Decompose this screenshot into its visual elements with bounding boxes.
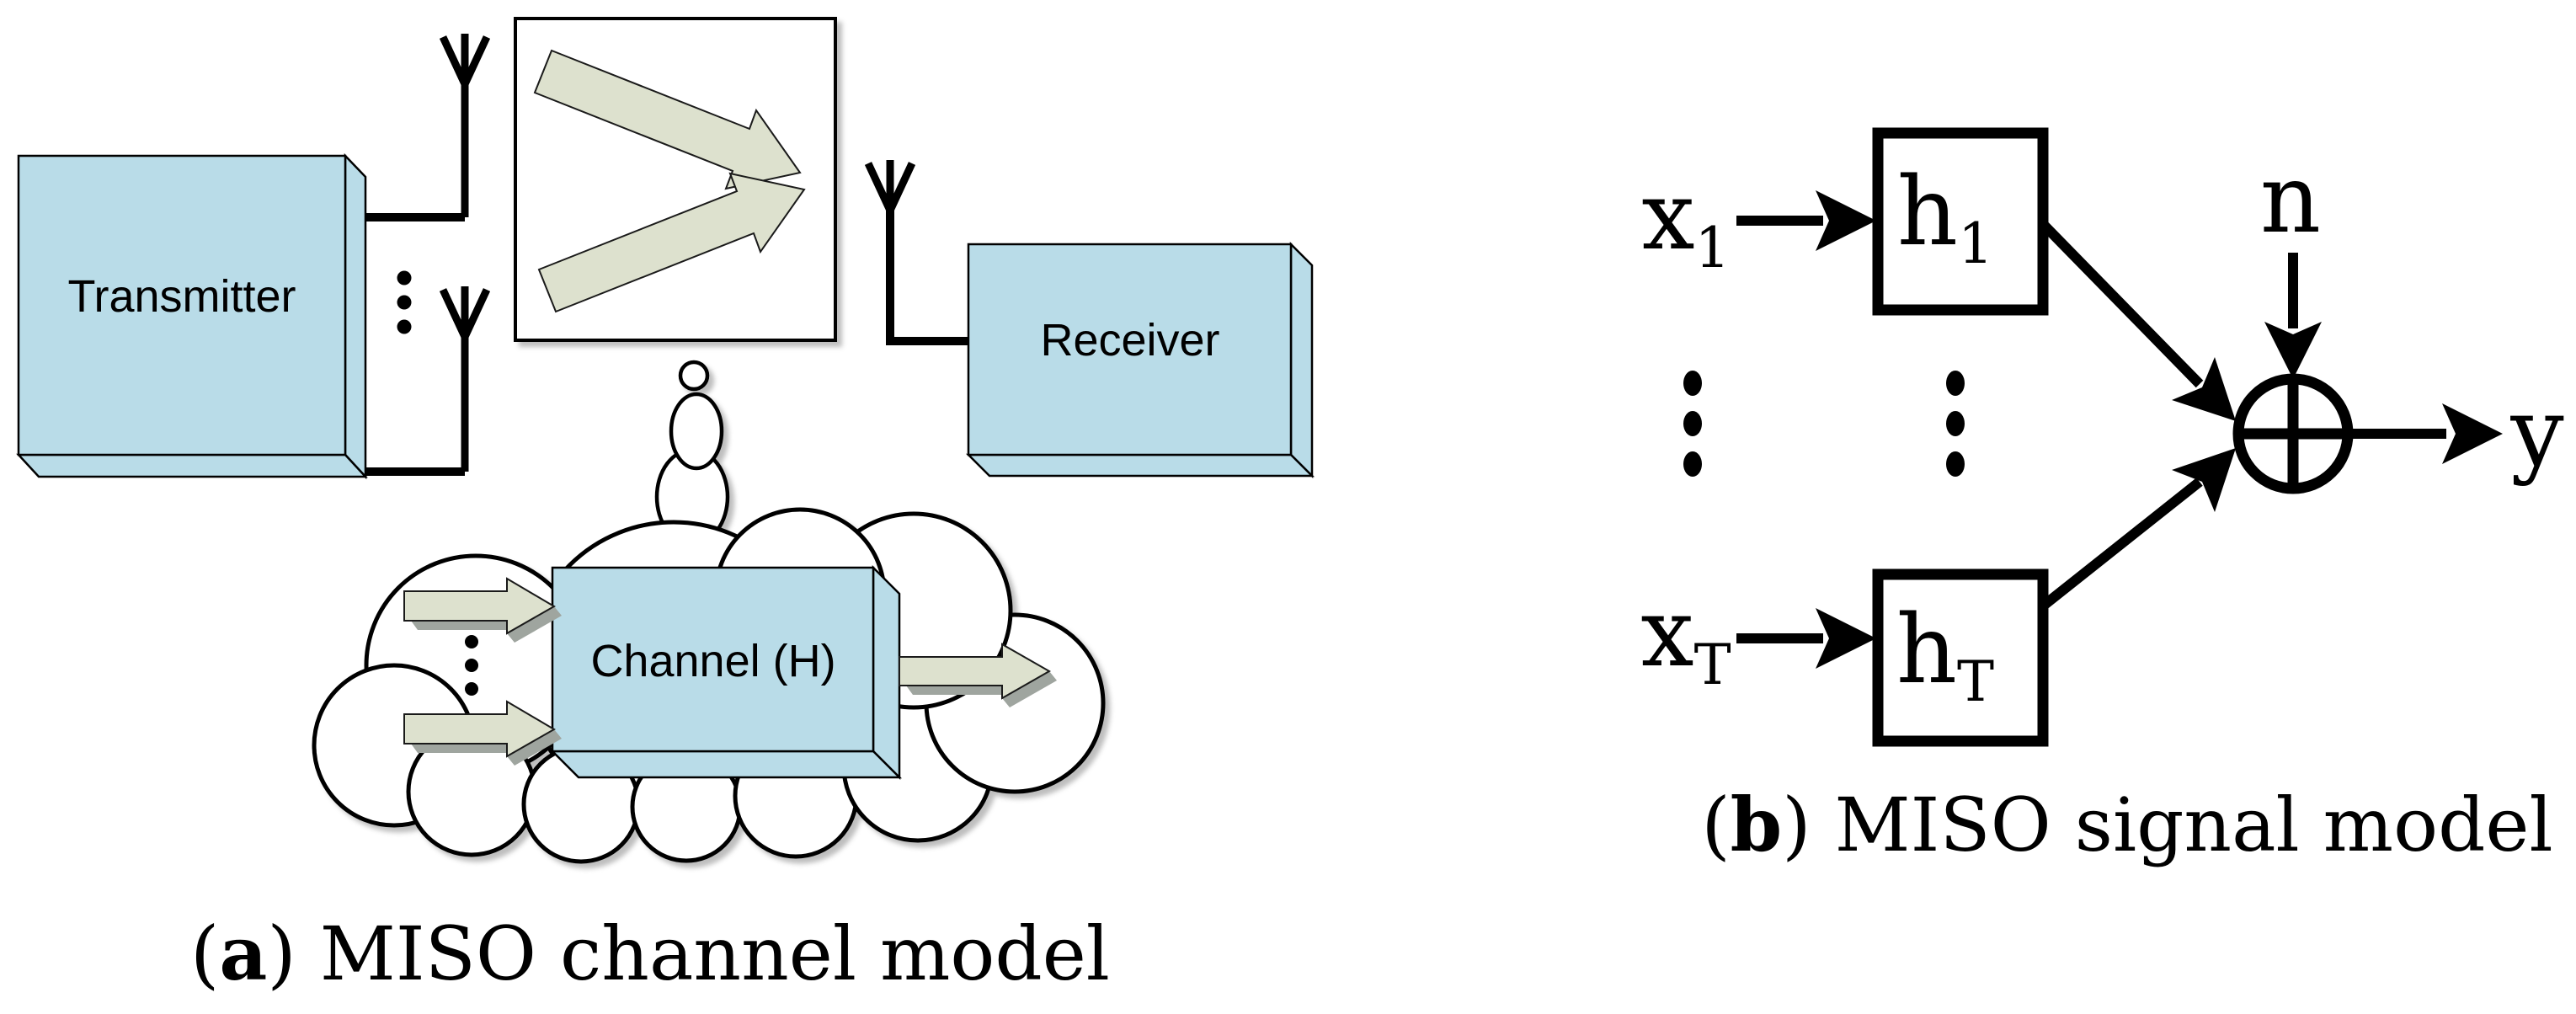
channel-output-arrow [899, 643, 1057, 707]
bubble-small-icon [678, 360, 710, 392]
output-label: y [2509, 378, 2563, 488]
arrow-underside [906, 686, 1009, 695]
channel-box: Channel (H) [549, 564, 903, 781]
x1-arrowhead-icon [1816, 190, 1876, 251]
caption-prefix: ( [1701, 782, 1730, 868]
ellipsis-dot [1946, 451, 1965, 477]
xT-base: x [1640, 579, 1693, 688]
ellipsis-dot [1946, 411, 1965, 436]
x1-label: x1 [1641, 162, 1730, 280]
xT-arrowhead-icon [1816, 608, 1876, 669]
caption-prefix: ( [190, 910, 219, 997]
right-arrow-icon [403, 700, 556, 758]
transmitter-box-face [17, 154, 347, 456]
channel-input-arrow-1 [403, 577, 562, 643]
receiver-label: Receiver [1040, 315, 1219, 366]
right-arrow-icon [899, 643, 1052, 700]
ellipsis-dot [1683, 371, 1702, 396]
ellipsis-dot [465, 659, 478, 672]
caption-letter: a [219, 910, 267, 997]
hT-to-sum-line [2041, 478, 2203, 609]
panel-a-caption: (a) MISO channel model [190, 910, 1110, 997]
x1-subscript: 1 [1695, 216, 1731, 280]
xT-label: xT [1640, 579, 1731, 697]
caption-rest: ) MISO signal model [1782, 782, 2552, 868]
b-ellipsis-left [1683, 371, 1702, 477]
beam-arrow-up-icon [537, 172, 806, 313]
ellipsis-dot [1683, 451, 1702, 477]
channel-input-arrow-2 [403, 700, 562, 766]
hT-label: hT [1896, 595, 1994, 714]
plus-icon [2238, 379, 2348, 488]
bubble-medium-icon [669, 392, 724, 471]
rx-feed-wire [886, 211, 968, 345]
h1-to-sum-line [2040, 221, 2204, 388]
transmitter-box: Transmitter [16, 152, 368, 480]
transmitter-label: Transmitter [67, 271, 296, 322]
arrow-underside [411, 621, 514, 630]
receiver-box: Receiver [965, 241, 1315, 479]
caption-rest: ) MISO channel model [267, 910, 1110, 997]
transmitter-box-bottom [16, 453, 368, 478]
b-ellipsis-right [1946, 371, 1965, 477]
channel-ellipsis [465, 635, 478, 696]
channel-label: Channel (H) [590, 636, 835, 686]
ellipsis-dot [397, 270, 412, 286]
sum-node [2232, 373, 2354, 494]
noise-arrowhead-icon [2264, 322, 2322, 379]
ellipsis-dot [465, 682, 478, 696]
output-arrowhead-icon [2442, 403, 2503, 464]
channel-box-side [872, 564, 901, 781]
tx-antenna-ellipsis [397, 270, 412, 334]
receiver-box-bottom [965, 453, 1315, 478]
hT-arrowhead-icon [2172, 448, 2236, 512]
tx-antenna-2-icon [439, 286, 491, 472]
multipath-box [514, 17, 837, 342]
h1-box [1872, 127, 2049, 316]
caption-letter: b [1731, 781, 1783, 868]
hT-subscript: T [1957, 649, 1994, 714]
ellipsis-dot [1946, 371, 1965, 396]
arrow-underside [411, 744, 514, 753]
receiver-box-side [1289, 241, 1314, 479]
transmitter-box-side [344, 152, 367, 480]
h1-arrowhead-icon [2172, 357, 2236, 421]
panel-a: Channel (H) Transmitte [16, 17, 1315, 997]
panel-b: x1 h1 xT hT n [1640, 127, 2564, 868]
h1-subscript: 1 [1958, 211, 1993, 276]
hT-box [1872, 568, 2049, 747]
tx-antenna-1-icon [439, 34, 491, 217]
x1-base: x [1641, 162, 1694, 271]
channel-box-face [551, 566, 875, 753]
arrow-underside [507, 729, 562, 766]
panel-b-caption: (b) MISO signal model [1701, 781, 2552, 868]
channel-box-bottom [549, 750, 903, 779]
noise-label: n [2260, 145, 2321, 254]
right-arrow-icon [403, 577, 556, 635]
receiver-box-face [967, 243, 1293, 456]
h1-base: h [1897, 157, 1958, 267]
thought-bubble-trail [654, 360, 730, 547]
ellipsis-dot [1683, 411, 1702, 436]
hT-base: h [1896, 595, 1957, 705]
ellipsis-dot [397, 295, 412, 310]
ellipsis-dot [397, 319, 412, 334]
h1-label: h1 [1897, 157, 1993, 276]
xT-subscript: T [1694, 632, 1731, 697]
ellipsis-dot [465, 635, 478, 648]
arrow-underside [1002, 671, 1057, 707]
arrow-underside [507, 606, 562, 643]
rx-antenna-icon [864, 160, 916, 341]
